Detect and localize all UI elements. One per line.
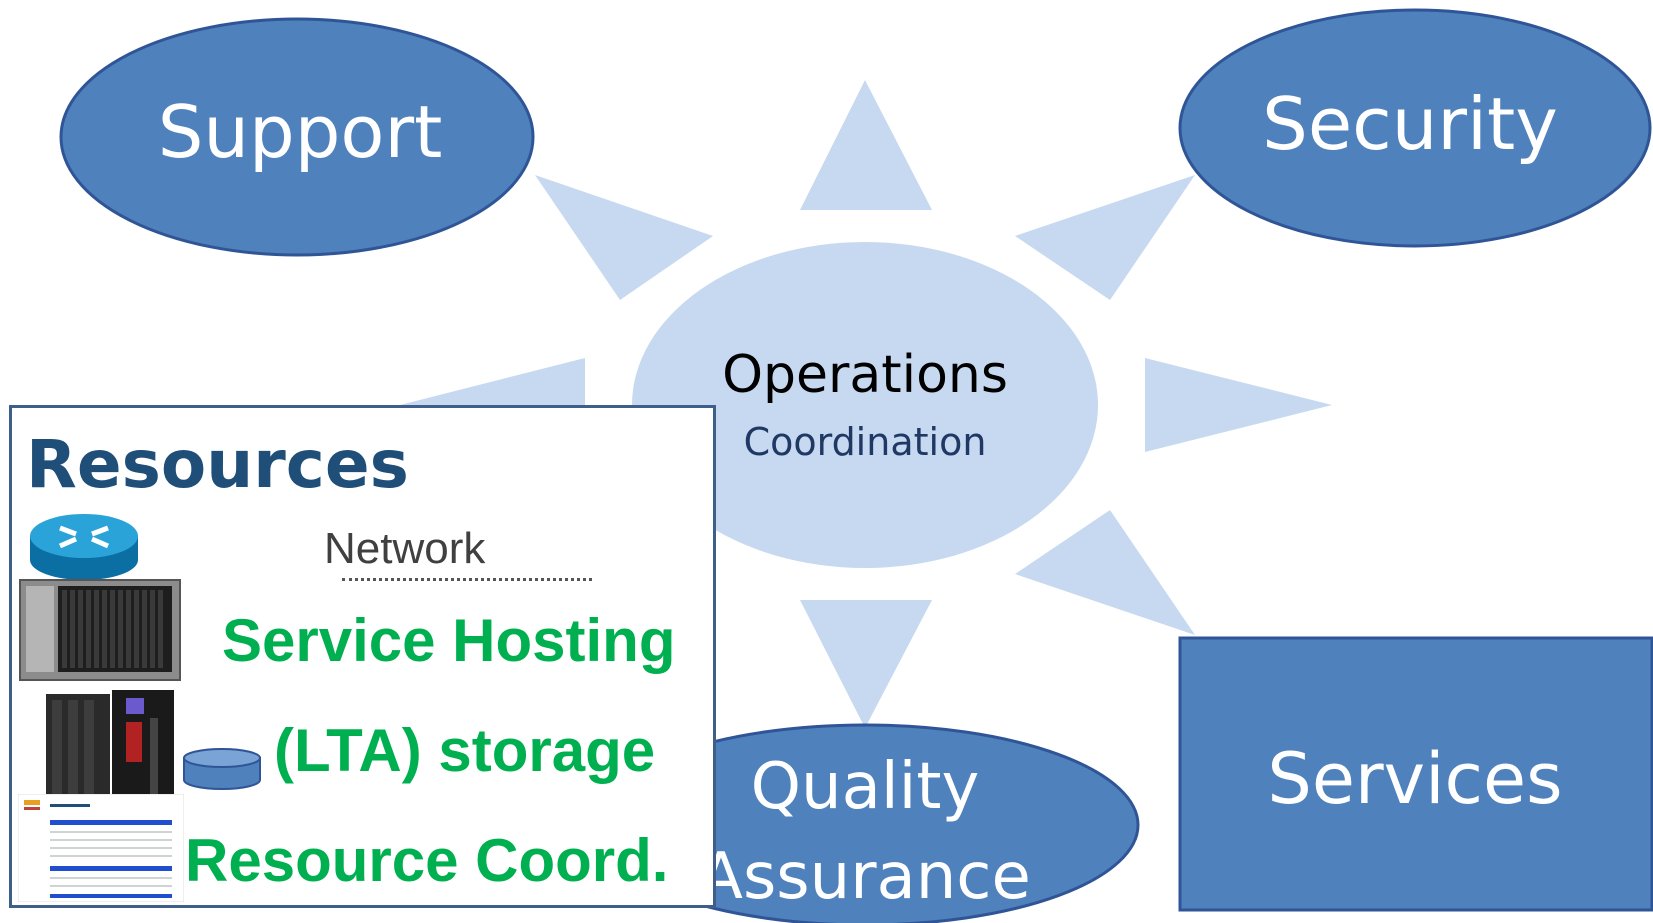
resources-panel: Resources Network Service Hosting [9, 405, 716, 908]
service-hosting-label: Service Hosting [222, 607, 676, 674]
tape-library-icon [46, 690, 174, 800]
lta-storage-label: (LTA) storage [274, 717, 656, 784]
arrow-down [800, 600, 932, 728]
operations-hub [632, 242, 1098, 568]
arrow-up [800, 80, 932, 210]
services-node [1178, 636, 1653, 912]
arrow-right [1145, 358, 1332, 452]
document-table-icon [18, 794, 184, 902]
services-label: Services [1267, 738, 1563, 820]
arrow-down-right [1015, 510, 1195, 635]
security-node [1178, 8, 1652, 248]
support-label: Support [157, 90, 443, 174]
router-icon [30, 514, 138, 580]
network-label: Network [324, 524, 486, 573]
network-truncated-line [342, 578, 592, 587]
quality-label: Quality [750, 750, 980, 824]
arrow-up-left [535, 175, 713, 300]
support-node [59, 17, 535, 257]
hub-subtitle: Coordination [743, 420, 987, 464]
arrow-up-right [1015, 175, 1195, 300]
hub-title: Operations [722, 345, 1008, 405]
assurance-label: Assurance [699, 840, 1031, 914]
resources-title: Resources [26, 426, 409, 503]
storage-disk-icon [183, 748, 261, 790]
security-label: Security [1262, 82, 1558, 166]
resource-coord-label: Resource Coord. [185, 827, 669, 894]
server-rack-icon [19, 579, 181, 681]
